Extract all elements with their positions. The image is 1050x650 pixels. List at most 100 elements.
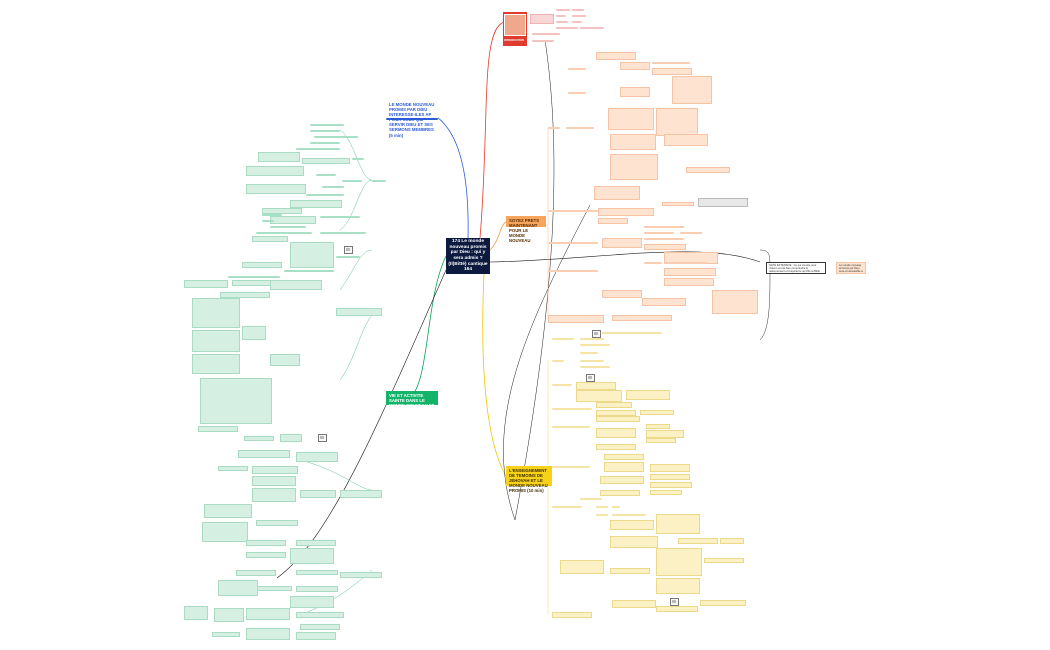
orange-node[interactable]	[652, 68, 692, 75]
green-node[interactable]	[296, 586, 338, 592]
yellow-node[interactable]	[656, 606, 698, 612]
yellow-node[interactable]	[600, 476, 644, 484]
side-note[interactable]: NOTE EXTENSIVE : Ce qui compte pour chac…	[766, 262, 826, 274]
green-node[interactable]	[200, 378, 272, 424]
yellow-node[interactable]	[596, 402, 632, 408]
orange-node[interactable]	[664, 134, 708, 146]
yellow-node[interactable]	[650, 464, 690, 472]
yellow-node[interactable]	[700, 600, 746, 606]
green-node[interactable]	[192, 298, 240, 328]
yellow-node[interactable]	[612, 600, 656, 608]
orange-node[interactable]	[656, 108, 698, 136]
yellow-node[interactable]	[720, 538, 744, 544]
yellow-node[interactable]	[656, 578, 700, 594]
image-icon[interactable]	[586, 374, 595, 382]
orange-node[interactable]	[598, 208, 654, 216]
yellow-node[interactable]	[596, 416, 640, 422]
yellow-node[interactable]	[646, 424, 670, 429]
branch-orange[interactable]: SOYEZ PRETS MAINTENANT POUR LE MONDE NOU…	[506, 216, 546, 243]
green-node[interactable]	[204, 504, 252, 518]
orange-node[interactable]	[598, 218, 628, 224]
orange-node[interactable]	[644, 244, 686, 250]
orange-node[interactable]	[596, 52, 636, 60]
green-node[interactable]	[336, 308, 382, 316]
green-node[interactable]	[296, 540, 336, 546]
green-node[interactable]	[270, 216, 316, 224]
green-node[interactable]	[296, 632, 336, 640]
green-node[interactable]	[218, 580, 258, 596]
orange-node[interactable]	[602, 290, 642, 298]
green-node[interactable]	[246, 628, 290, 640]
branch-blue[interactable]: LE MONDE NOUVEAU PROMIS PAR DIEU INTERES…	[386, 100, 438, 138]
yellow-node[interactable]	[610, 568, 650, 574]
yellow-node[interactable]	[576, 390, 622, 402]
green-node[interactable]	[218, 466, 248, 471]
orange-node[interactable]	[602, 238, 642, 248]
green-node[interactable]	[340, 572, 382, 578]
green-node[interactable]	[290, 200, 342, 208]
branch-green[interactable]: VIE ET ACTIVITE SAINTE DANS LE MONDE NOU…	[386, 391, 438, 418]
green-node[interactable]	[296, 570, 338, 575]
green-node[interactable]	[192, 330, 240, 352]
green-node[interactable]	[300, 624, 340, 630]
green-node[interactable]	[300, 490, 336, 498]
green-node[interactable]	[270, 354, 300, 366]
green-node[interactable]	[252, 586, 292, 591]
yellow-node[interactable]	[646, 430, 684, 438]
branch-red[interactable]: INTRODUCTION	[503, 12, 527, 46]
yellow-node[interactable]	[604, 462, 644, 472]
yellow-node[interactable]	[596, 428, 636, 438]
yellow-node[interactable]	[560, 560, 604, 574]
green-node[interactable]	[256, 520, 298, 526]
green-node[interactable]	[214, 608, 244, 622]
green-node[interactable]	[184, 606, 208, 620]
green-node[interactable]	[246, 184, 306, 194]
image-icon[interactable]	[344, 246, 353, 254]
grey-note[interactable]	[698, 198, 748, 207]
green-node[interactable]	[270, 280, 322, 290]
yellow-node[interactable]	[640, 410, 674, 415]
yellow-node[interactable]	[610, 520, 654, 530]
orange-node[interactable]	[620, 87, 650, 97]
yellow-node[interactable]	[678, 538, 718, 544]
orange-node[interactable]	[594, 186, 640, 200]
green-node[interactable]	[340, 490, 382, 498]
green-node[interactable]	[184, 280, 228, 288]
image-icon[interactable]	[670, 598, 679, 606]
yellow-node[interactable]	[646, 438, 676, 443]
green-node[interactable]	[280, 434, 302, 442]
green-node[interactable]	[192, 354, 240, 374]
side-note-small[interactable]: Le monde nouveau annoncé par Dieu sera-t…	[836, 262, 866, 274]
branch-yellow[interactable]: L'ENSEIGNEMENT DE TEMOINS DE JEHOVAH ET …	[506, 466, 552, 493]
yellow-node[interactable]	[552, 612, 592, 618]
yellow-node[interactable]	[604, 454, 644, 460]
green-node[interactable]	[220, 292, 270, 298]
yellow-node[interactable]	[610, 536, 658, 548]
orange-node[interactable]	[548, 315, 604, 323]
orange-node[interactable]	[664, 268, 716, 276]
orange-node[interactable]	[608, 108, 654, 130]
green-node[interactable]	[252, 488, 296, 502]
green-node[interactable]	[252, 236, 288, 242]
green-node[interactable]	[296, 612, 344, 618]
orange-node[interactable]	[664, 278, 714, 286]
green-node[interactable]	[290, 596, 334, 608]
yellow-node[interactable]	[650, 490, 682, 495]
green-node[interactable]	[236, 570, 276, 576]
green-node[interactable]	[244, 436, 274, 441]
green-node[interactable]	[246, 166, 304, 176]
green-node[interactable]	[258, 152, 300, 162]
green-node[interactable]	[252, 466, 298, 474]
orange-node[interactable]	[662, 202, 694, 206]
green-node[interactable]	[232, 280, 272, 286]
orange-node[interactable]	[610, 154, 658, 180]
green-node[interactable]	[242, 262, 282, 268]
green-node[interactable]	[246, 552, 286, 558]
yellow-node[interactable]	[704, 558, 744, 563]
green-node[interactable]	[246, 608, 290, 620]
orange-node[interactable]	[610, 134, 656, 150]
yellow-node[interactable]	[576, 382, 616, 390]
orange-node[interactable]	[620, 62, 650, 70]
green-node[interactable]	[296, 452, 338, 462]
